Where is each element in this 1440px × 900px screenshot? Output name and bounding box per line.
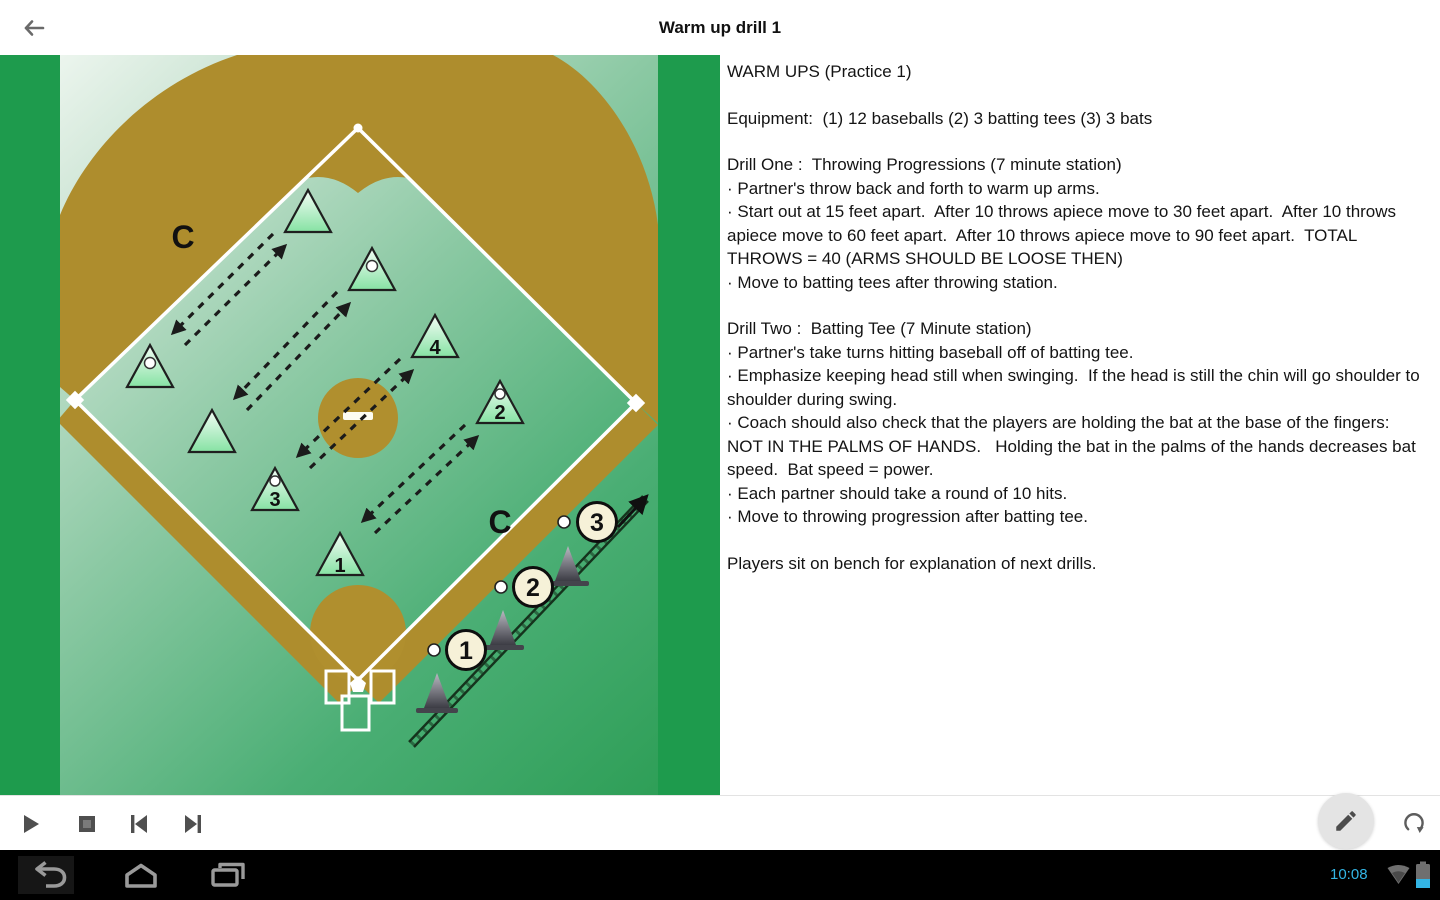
back-arrow-icon[interactable]: [16, 10, 52, 46]
play-icon[interactable]: [12, 805, 50, 843]
throwing-lanes: [170, 232, 480, 535]
closing-line: Players sit on bench for explanation of …: [727, 553, 1097, 573]
instructions-panel: WARM UPS (Practice 1) Equipment: (1) 12 …: [720, 55, 1440, 795]
battery-icon: [1414, 850, 1432, 900]
third-base-line-dirt: [57, 400, 360, 703]
batting-tee: [416, 673, 458, 713]
home-plate: [350, 676, 366, 692]
coach-label: C: [488, 504, 511, 540]
batters-boxes: [324, 669, 396, 732]
station-3: 3: [557, 501, 618, 543]
left-field-strip: [0, 55, 60, 795]
svg-text:3: 3: [269, 489, 280, 511]
batting-tee: [547, 546, 589, 586]
coach-label: C: [171, 219, 194, 255]
nav-back-icon[interactable]: [18, 856, 74, 894]
cone-1: 1: [315, 530, 365, 577]
baseball-field-diagram: C C 4 2 3 1: [0, 55, 720, 795]
stop-icon[interactable]: [68, 805, 106, 843]
station-1: 1: [427, 629, 487, 671]
instructions-heading: WARM UPS (Practice 1): [727, 62, 912, 81]
home-plate-circle: [310, 585, 406, 681]
android-nav-bar: 10:08: [0, 850, 1440, 900]
svg-text:3: 3: [590, 509, 604, 537]
status-clock: 10:08: [1330, 866, 1368, 883]
svg-text:1: 1: [459, 637, 473, 665]
third-base: [65, 390, 85, 410]
cone: [283, 187, 333, 234]
outfield-dirt: [60, 55, 658, 423]
drill-one-text: Drill One : Throwing Progressions (7 min…: [727, 155, 1397, 292]
batting-tee: [482, 610, 524, 650]
cone-2: 2: [475, 378, 525, 425]
nav-recents-icon[interactable]: [200, 856, 256, 894]
skip-next-icon[interactable]: [174, 805, 212, 843]
first-base-line-dirt: [358, 403, 658, 703]
first-base: [626, 393, 646, 413]
second-base-dirt-scallop: [300, 128, 416, 193]
svg-text:2: 2: [494, 402, 505, 424]
pitching-rubber: [343, 412, 373, 420]
svg-text:4: 4: [429, 337, 441, 359]
svg-text:1: 1: [334, 555, 345, 577]
app-bar: Warm up drill 1: [0, 0, 1440, 56]
cone-with-ball: [125, 342, 175, 389]
cone-with-ball: [347, 245, 397, 292]
bench-arrow: [616, 494, 649, 529]
page-title: Warm up drill 1: [658, 18, 782, 37]
edit-fab-button[interactable]: [1318, 793, 1374, 849]
second-base: [353, 123, 363, 133]
right-field-strip: [658, 55, 720, 795]
drill-two-text: Drill Two : Batting Tee (7 Minute statio…: [727, 319, 1420, 526]
skip-previous-icon[interactable]: [120, 805, 158, 843]
nav-home-icon[interactable]: [113, 856, 169, 894]
station-2: 2: [494, 566, 554, 608]
wifi-icon: [1386, 850, 1411, 900]
svg-text:2: 2: [526, 574, 540, 602]
cone-4: 4: [410, 312, 460, 359]
drill-diagram-panel: C C 4 2 3 1: [0, 55, 720, 795]
refresh-icon[interactable]: [1400, 809, 1428, 837]
cone-3: 3: [250, 465, 300, 512]
cone: [187, 407, 237, 454]
equipment-line: Equipment: (1) 12 baseballs (2) 3 battin…: [727, 108, 1153, 128]
playback-toolbar: [0, 793, 1440, 851]
pencil-icon: [1336, 811, 1356, 831]
